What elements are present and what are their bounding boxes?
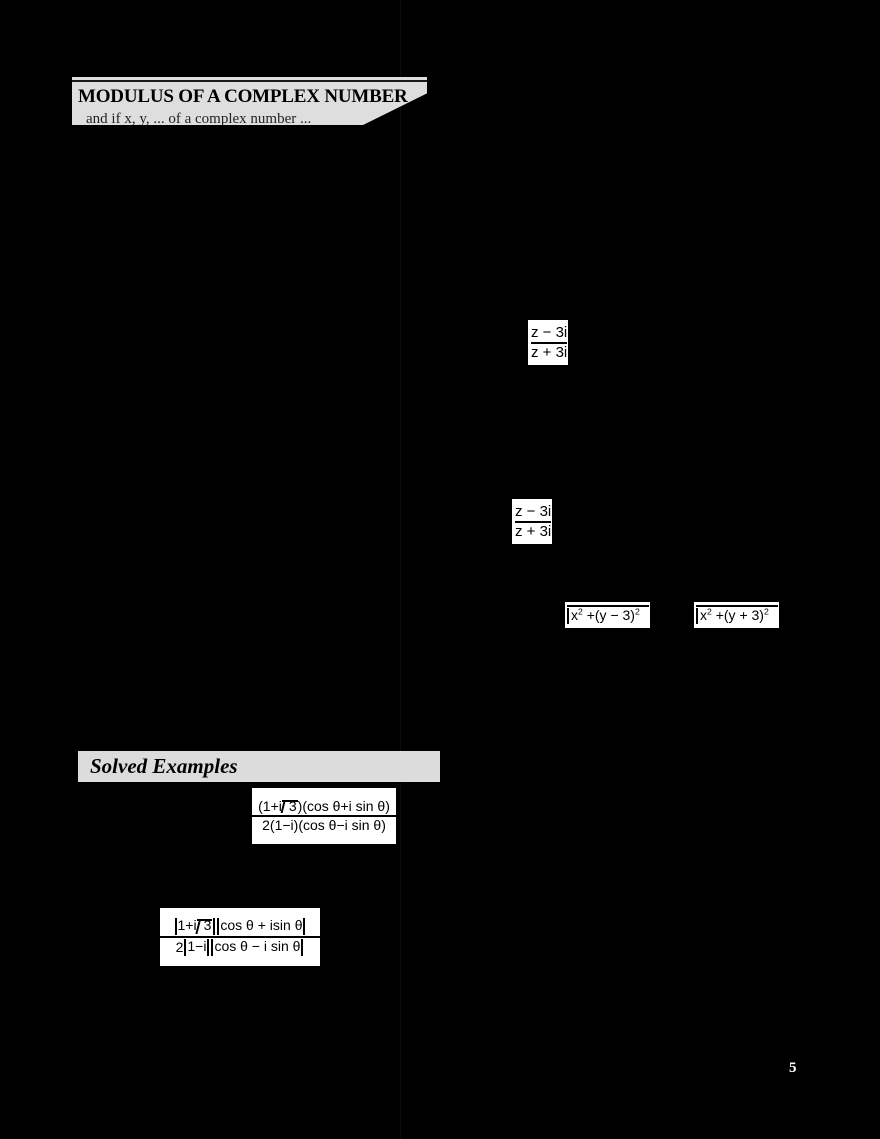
section-heading-subline: and if x, y, ... of a complex number ... — [86, 111, 312, 127]
solved-examples-title: Solved Examples — [90, 754, 238, 778]
fraction-bar — [252, 815, 396, 817]
fraction-denominator: z + 3i — [531, 343, 568, 361]
numerator-term-b: (cos θ+i sin θ) — [302, 798, 390, 815]
absolute-value-group: cos θ − i sin θ — [210, 939, 304, 956]
radicand-term: +(y − 3) — [582, 607, 635, 623]
numerator-term-b: cos θ + isin θ — [220, 917, 303, 933]
radicand-value: 3 — [203, 917, 212, 933]
math-radical-right: x2 +(y + 3)2 — [694, 602, 779, 628]
radical-overbar — [696, 605, 778, 607]
radicand-base: x — [571, 607, 578, 623]
fraction: z − 3i z + 3i — [515, 499, 552, 544]
fraction-denominator: z + 3i — [515, 522, 552, 540]
fraction-numerator: (1+i 3)(cos θ+i sin θ) — [252, 799, 396, 814]
denominator-term-b: cos θ − i sin θ — [214, 938, 301, 954]
sqrt-icon: 3 — [280, 798, 298, 815]
math-radical-left: x2 +(y − 3)2 — [565, 602, 650, 628]
column-divider-rule — [400, 0, 401, 1139]
absolute-bar-left-icon — [174, 918, 177, 935]
numerator-term-a: 1+i — [177, 917, 197, 933]
fraction-bar — [515, 520, 552, 523]
paren-open: ( — [258, 798, 263, 815]
absolute-value-fraction: z − 3i z + 3i — [526, 320, 573, 365]
absolute-value-group: 1−i — [183, 939, 210, 956]
radical-overbar — [196, 919, 213, 921]
absolute-bar-right-icon — [301, 939, 304, 956]
math-fraction-1: z − 3i z + 3i — [526, 320, 573, 365]
fraction-body: z − 3i z + 3i — [528, 320, 570, 365]
banner-top-rule — [72, 80, 427, 82]
absolute-value-group: cos θ + isin θ — [216, 918, 306, 935]
radical-stem — [194, 921, 201, 934]
absolute-bar-left-icon — [184, 939, 187, 956]
denominator-term-a: 1−i — [187, 938, 207, 954]
absolute-value-group: 1+i 3 — [174, 918, 217, 935]
absolute-bar-left-icon — [211, 939, 214, 956]
page-number: 5 — [789, 1060, 797, 1076]
numerator-term-a: 1+i — [262, 798, 282, 815]
fraction-bar — [160, 936, 320, 938]
fraction-numerator: z − 3i — [515, 502, 552, 520]
radicand-term-exponent: 2 — [763, 606, 769, 617]
solved-examples-banner: Solved Examples — [78, 751, 440, 782]
fraction: z − 3i z + 3i — [531, 320, 568, 365]
fraction-numerator: z − 3i — [531, 323, 568, 341]
radical-overbar — [281, 800, 298, 803]
radicand-base: x — [700, 607, 707, 623]
absolute-bar-left-icon — [526, 320, 528, 365]
math-example-fraction-1: (1+i 3)(cos θ+i sin θ) 2(1−i)(cos θ−i sin… — [252, 788, 396, 844]
page-title: MODULUS OF A COMPLEX NUMBER — [78, 86, 408, 107]
section-heading-banner: MODULUS OF A COMPLEX NUMBER and if x, y,… — [72, 77, 427, 125]
paren-close: ) — [297, 798, 303, 815]
fraction-numerator: 1+i 3 cos θ + isin θ — [160, 918, 320, 935]
radicand: x2 +(y − 3)2 — [571, 606, 640, 623]
sqrt-icon: 3 — [194, 917, 213, 935]
absolute-bar-right-icon — [554, 499, 557, 544]
fraction-bar — [531, 341, 568, 344]
radical-stem — [696, 608, 698, 624]
radicand-term: +(y + 3) — [711, 607, 764, 623]
absolute-bar-right-icon — [303, 918, 306, 935]
absolute-bar-left-icon — [510, 499, 512, 544]
radicand-base-exponent: 2 — [707, 606, 712, 617]
radicand-base-exponent: 2 — [578, 606, 583, 617]
radicand-term-exponent: 2 — [634, 606, 640, 617]
radical-stem — [280, 802, 286, 813]
absolute-value-fraction: z − 3i z + 3i — [510, 499, 557, 544]
radicand-value: 3 — [288, 798, 297, 815]
radicand: x2 +(y + 3)2 — [700, 606, 769, 623]
absolute-bar-right-icon — [207, 939, 210, 956]
radical-stem — [567, 608, 569, 624]
radical-overbar — [567, 605, 649, 607]
absolute-bar-right-icon — [213, 918, 216, 935]
square-root-icon: x2 +(y + 3)2 — [694, 602, 779, 628]
fraction: (1+i 3)(cos θ+i sin θ) 2(1−i)(cos θ−i sin… — [252, 788, 396, 844]
math-fraction-2: z − 3i z + 3i — [510, 499, 557, 544]
fraction-body: z − 3i z + 3i — [512, 499, 554, 544]
denominator-coefficient: 2 — [175, 939, 184, 956]
fraction-denominator: 2(1−i)(cos θ−i sin θ) — [262, 817, 386, 833]
absolute-bar-right-icon — [570, 320, 573, 365]
square-root-icon: x2 +(y − 3)2 — [565, 602, 650, 628]
absolute-bar-left-icon — [217, 918, 220, 935]
